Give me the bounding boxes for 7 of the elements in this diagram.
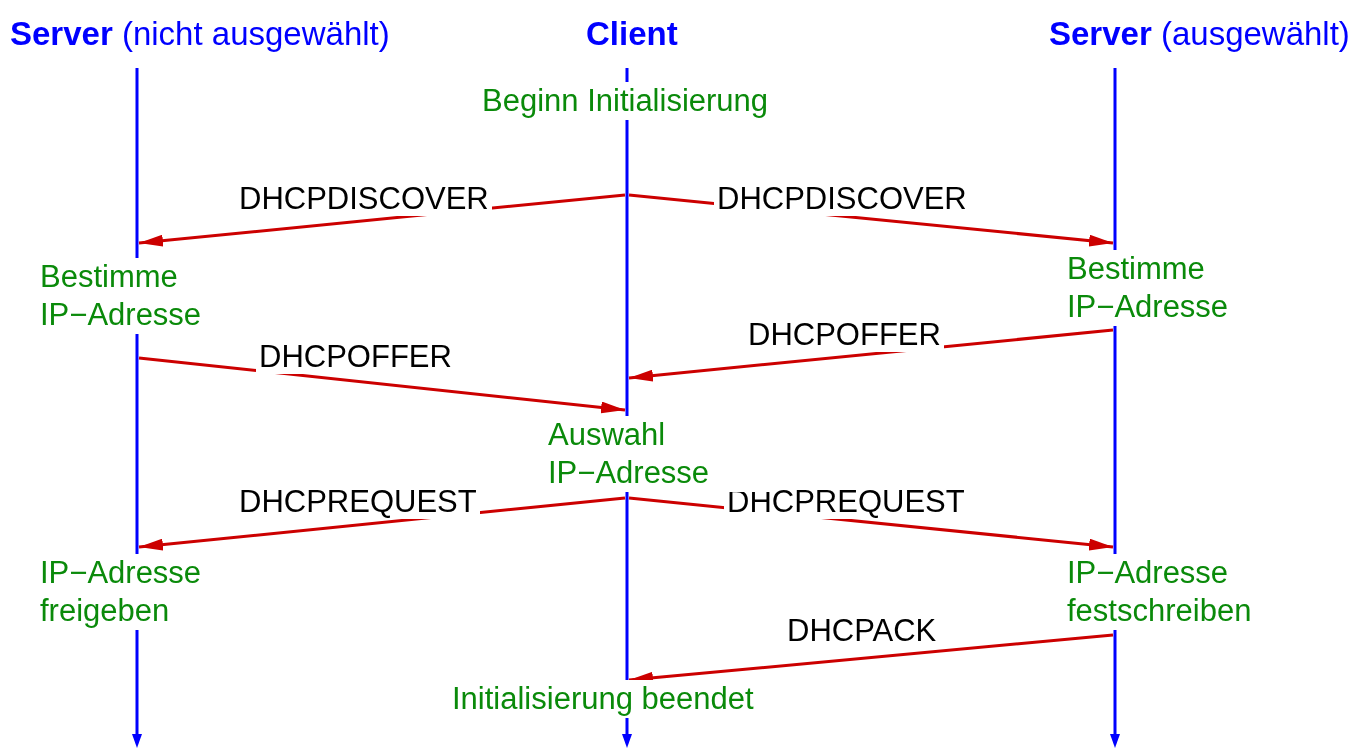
lifeline-header: Server (ausgewählt) [1049, 14, 1350, 54]
step-note: Auswahl IP−Adresse [546, 416, 770, 492]
lifeline-header: Server (nicht ausgewählt) [10, 14, 390, 54]
message-arrow [138, 356, 626, 415]
message-arrow [138, 496, 626, 552]
message-arrow [628, 328, 1114, 383]
lifeline-header: Client [586, 14, 678, 54]
